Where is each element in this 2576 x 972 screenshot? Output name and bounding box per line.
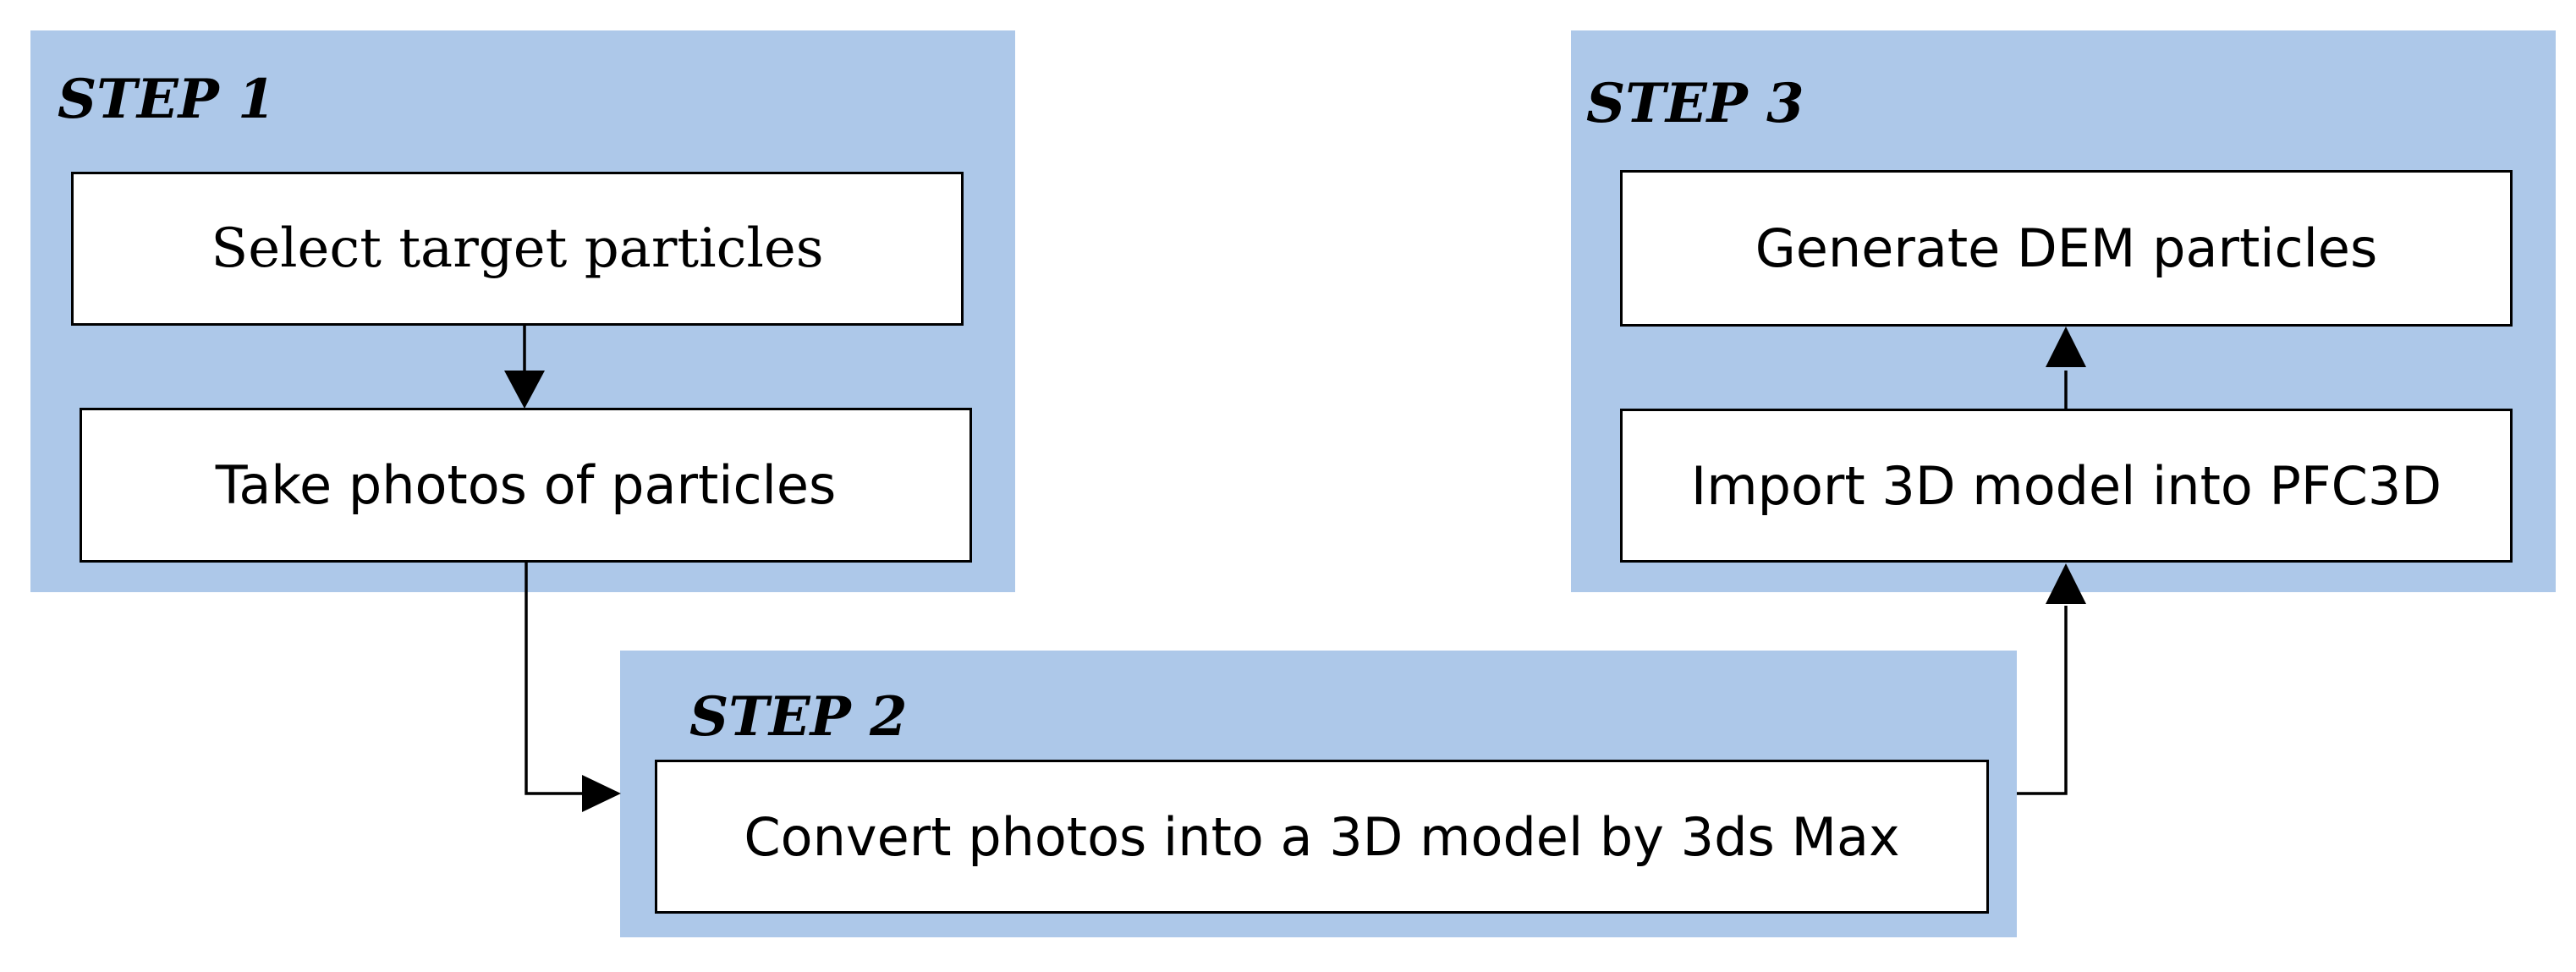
- arrowhead-up-icon: [2046, 327, 2086, 367]
- import-3d-model-box: Import 3D model into PFC3D: [1620, 409, 2513, 563]
- convert-photos-box: Convert photos into a 3D model by 3ds Ma…: [655, 760, 1989, 914]
- take-photos-box: Take photos of particles: [80, 408, 972, 563]
- select-target-particles-box: Select target particles: [71, 172, 964, 326]
- arrowhead-up-icon: [2046, 563, 2086, 604]
- arrow-photos-to-convert: [525, 563, 584, 795]
- generate-dem-particles-box: Generate DEM particles: [1620, 170, 2513, 327]
- step1-label: STEP 1: [58, 68, 276, 131]
- arrowhead-right-icon: [582, 775, 621, 812]
- arrow-convert-to-import: [2017, 606, 2068, 795]
- step2-label: STEP 2: [689, 685, 908, 749]
- arrowhead-down-icon: [504, 371, 545, 409]
- step3-label: STEP 3: [1586, 72, 1804, 135]
